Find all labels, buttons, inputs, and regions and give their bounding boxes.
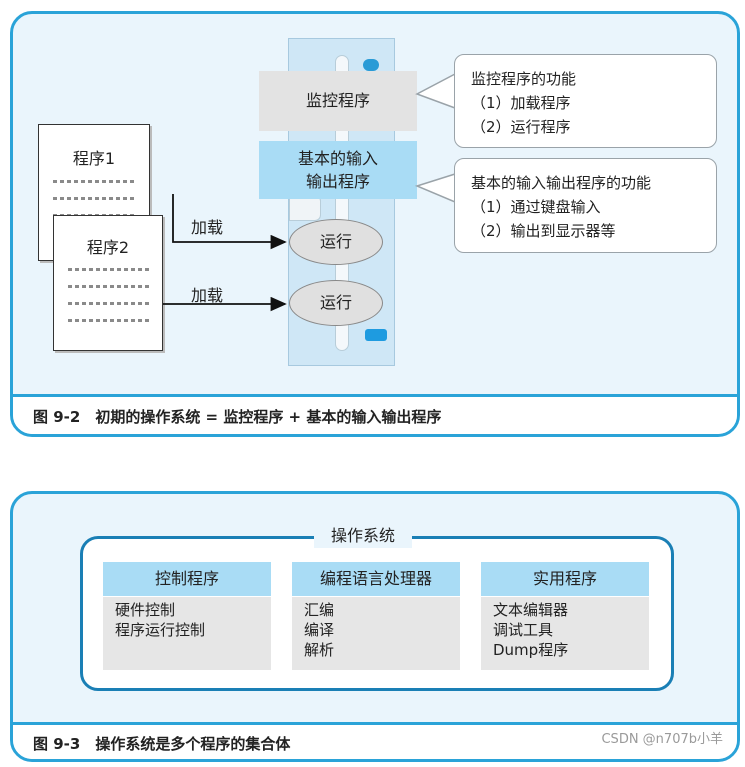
callout-io-item: （1）通过键盘输入 xyxy=(471,198,601,216)
utility-program-item: 调试工具 xyxy=(493,621,554,639)
run-ellipse-1: 运行 xyxy=(289,219,383,265)
io-program-label-line2: 输出程序 xyxy=(305,172,370,191)
callout-pointer-monitor xyxy=(415,72,456,110)
program-2-label: 程序2 xyxy=(86,238,130,257)
program-2-line xyxy=(68,319,150,322)
language-processor-item: 汇编 xyxy=(304,601,335,619)
language-processor-header: 编程语言处理器 xyxy=(292,562,460,597)
control-program-header: 控制程序 xyxy=(103,562,271,597)
io-program-box: 基本的输入 输出程序 xyxy=(259,141,417,199)
utility-program-item: 文本编辑器 xyxy=(493,601,569,619)
utility-program-item: Dump程序 xyxy=(493,641,569,659)
monitor-program-label: 监控程序 xyxy=(305,91,370,110)
run-ellipse-2: 运行 xyxy=(289,280,383,326)
callout-monitor-title: 监控程序的功能 xyxy=(471,70,577,88)
utility-program-box: 实用程序 文本编辑器 调试工具 Dump程序 xyxy=(481,562,649,670)
callout-io: 基本的输入输出程序的功能 （1）通过键盘输入 （2）输出到显示器等 xyxy=(454,158,717,253)
program-2-line xyxy=(68,302,150,305)
callout-monitor-item: （2）运行程序 xyxy=(471,118,571,136)
language-processor-item: 解析 xyxy=(304,641,335,659)
callout-monitor: 监控程序的功能 （1）加载程序 （2）运行程序 xyxy=(454,54,717,148)
callout-io-item: （2）输出到显示器等 xyxy=(471,222,616,240)
program-1-line xyxy=(53,197,137,200)
load-arrow-1 xyxy=(172,194,287,250)
figure-9-3-caption-text: 图 9-3 操作系统是多个程序的集合体 xyxy=(33,735,291,753)
load-arrows xyxy=(163,194,287,312)
callout-pointer-io xyxy=(414,172,456,204)
control-program-item: 硬件控制 xyxy=(115,601,176,619)
language-processor-box: 编程语言处理器 汇编 编译 解析 xyxy=(292,562,460,670)
control-program-item: 程序运行控制 xyxy=(115,621,206,639)
control-program-box: 控制程序 硬件控制 程序运行控制 xyxy=(103,562,271,670)
computer-power-led xyxy=(365,329,387,341)
callout-io-title: 基本的输入输出程序的功能 xyxy=(471,174,652,192)
figure-9-2-caption: 图 9-2 初期的操作系统 = 监控程序 + 基本的输入输出程序 xyxy=(13,394,737,434)
language-processor-item: 编译 xyxy=(304,621,335,639)
program-2-line xyxy=(68,285,150,288)
run-label-2: 运行 xyxy=(319,293,352,312)
figure-9-2-panel: 监控程序 基本的输入 输出程序 运行 运行 程序1 程序2 加载 加 xyxy=(10,11,740,437)
computer-knob-top xyxy=(363,59,379,71)
utility-program-header: 实用程序 xyxy=(481,562,649,597)
load-label-1: 加载 xyxy=(191,218,224,237)
figure-9-3-caption: 图 9-3 操作系统是多个程序的集合体 CSDN @n707b小羊 xyxy=(13,722,737,759)
watermark: CSDN @n707b小羊 xyxy=(601,732,723,747)
run-label-1: 运行 xyxy=(319,232,352,251)
callout-monitor-item: （1）加载程序 xyxy=(471,94,571,112)
figure-9-3-panel: 操作系统 控制程序 硬件控制 程序运行控制 编程语言处理器 汇编 编译 解析 实… xyxy=(10,491,740,762)
load-label-2: 加载 xyxy=(191,286,224,305)
program-2-line xyxy=(68,268,150,271)
program-1-label: 程序1 xyxy=(72,149,116,168)
io-program-label-line1: 基本的输入 xyxy=(297,149,378,168)
program-2-sheet: 程序2 xyxy=(53,215,163,351)
os-title: 操作系统 xyxy=(314,524,412,548)
program-1-line xyxy=(53,180,137,183)
monitor-program-box: 监控程序 xyxy=(259,71,417,131)
